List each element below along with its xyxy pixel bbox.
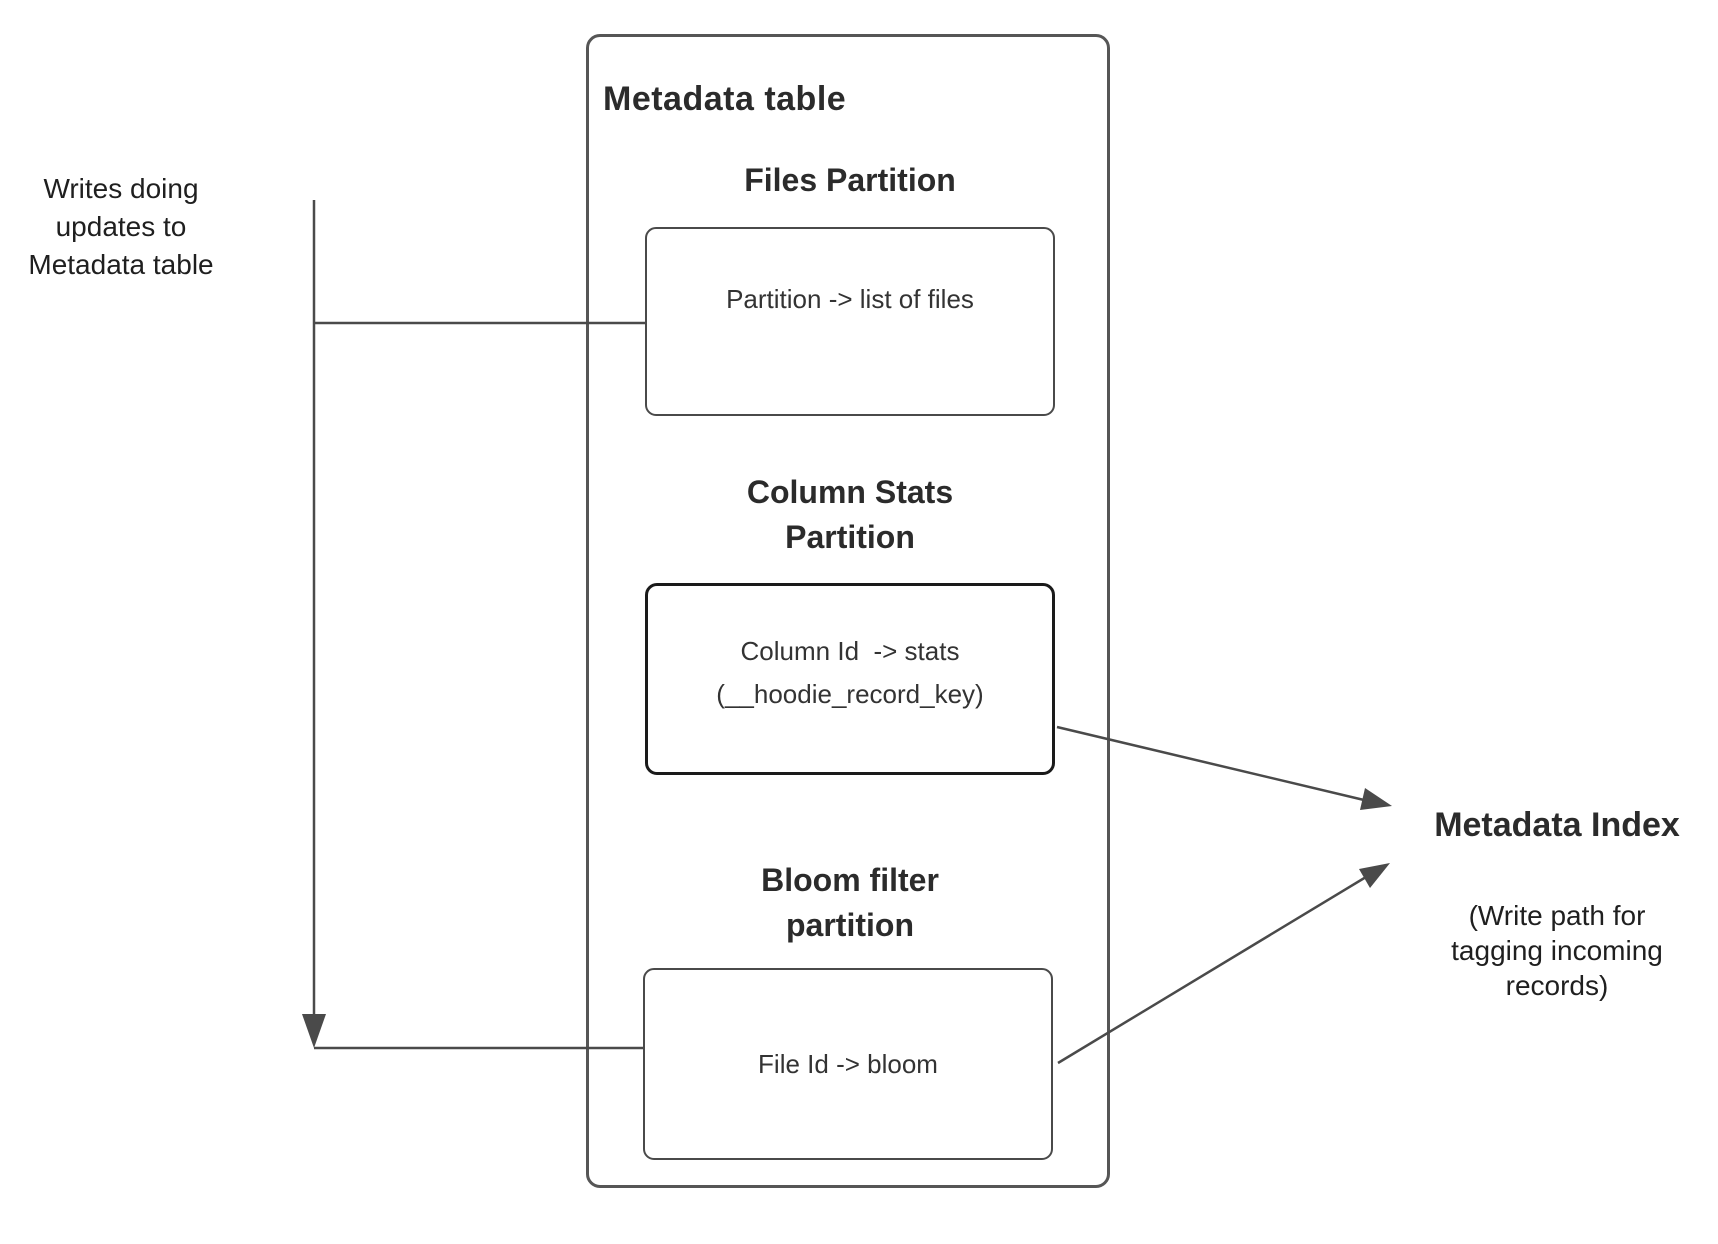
writes-note-line: updates to (55, 211, 187, 242)
bloom-to-index-arrowhead-icon (1359, 863, 1390, 888)
bloom-filter-mapping: File Id -> bloom (758, 1048, 938, 1079)
stats-to-index-arrowhead-icon (1360, 788, 1392, 810)
heading-line: Bloom filter (761, 862, 939, 898)
files-partition-heading: Files Partition (645, 158, 1055, 203)
bloom-filter-partition-box: File Id -> bloom (643, 968, 1053, 1160)
files-partition-box: Partition -> list of files (645, 227, 1055, 416)
metadata-index-subtitle: (Write path for tagging incoming records… (1405, 898, 1709, 1003)
metadata-table-box (586, 34, 1110, 1188)
metadata-table-title: Metadata table (603, 80, 847, 118)
subtitle-line: records) (1505, 970, 1609, 1001)
subtitle-line: (Write path for (1468, 900, 1646, 931)
metadata-index-title: Metadata Index (1434, 806, 1680, 844)
heading-line: Partition (785, 519, 915, 555)
writes-down-arrowhead-icon (302, 1014, 326, 1048)
column-stats-partition-box: Column Id -> stats (__hoodie_record_key) (645, 583, 1055, 775)
bloom-filter-partition-heading: Bloom filter partition (645, 858, 1055, 948)
column-stats-mapping: Column Id -> stats (740, 636, 960, 666)
writes-note-line: Writes doing (43, 173, 199, 204)
subtitle-line: tagging incoming (1451, 935, 1663, 966)
heading-line: Files Partition (744, 162, 956, 198)
heading-line: Column Stats (746, 474, 954, 510)
column-stats-record-key: (__hoodie_record_key) (716, 679, 984, 709)
writes-note-line: Metadata table (28, 249, 214, 280)
files-partition-mapping: Partition -> list of files (726, 284, 974, 314)
heading-line: partition (786, 907, 914, 943)
writes-note: Writes doing updates to Metadata table (5, 170, 237, 284)
column-stats-partition-heading: Column Stats Partition (645, 470, 1055, 560)
